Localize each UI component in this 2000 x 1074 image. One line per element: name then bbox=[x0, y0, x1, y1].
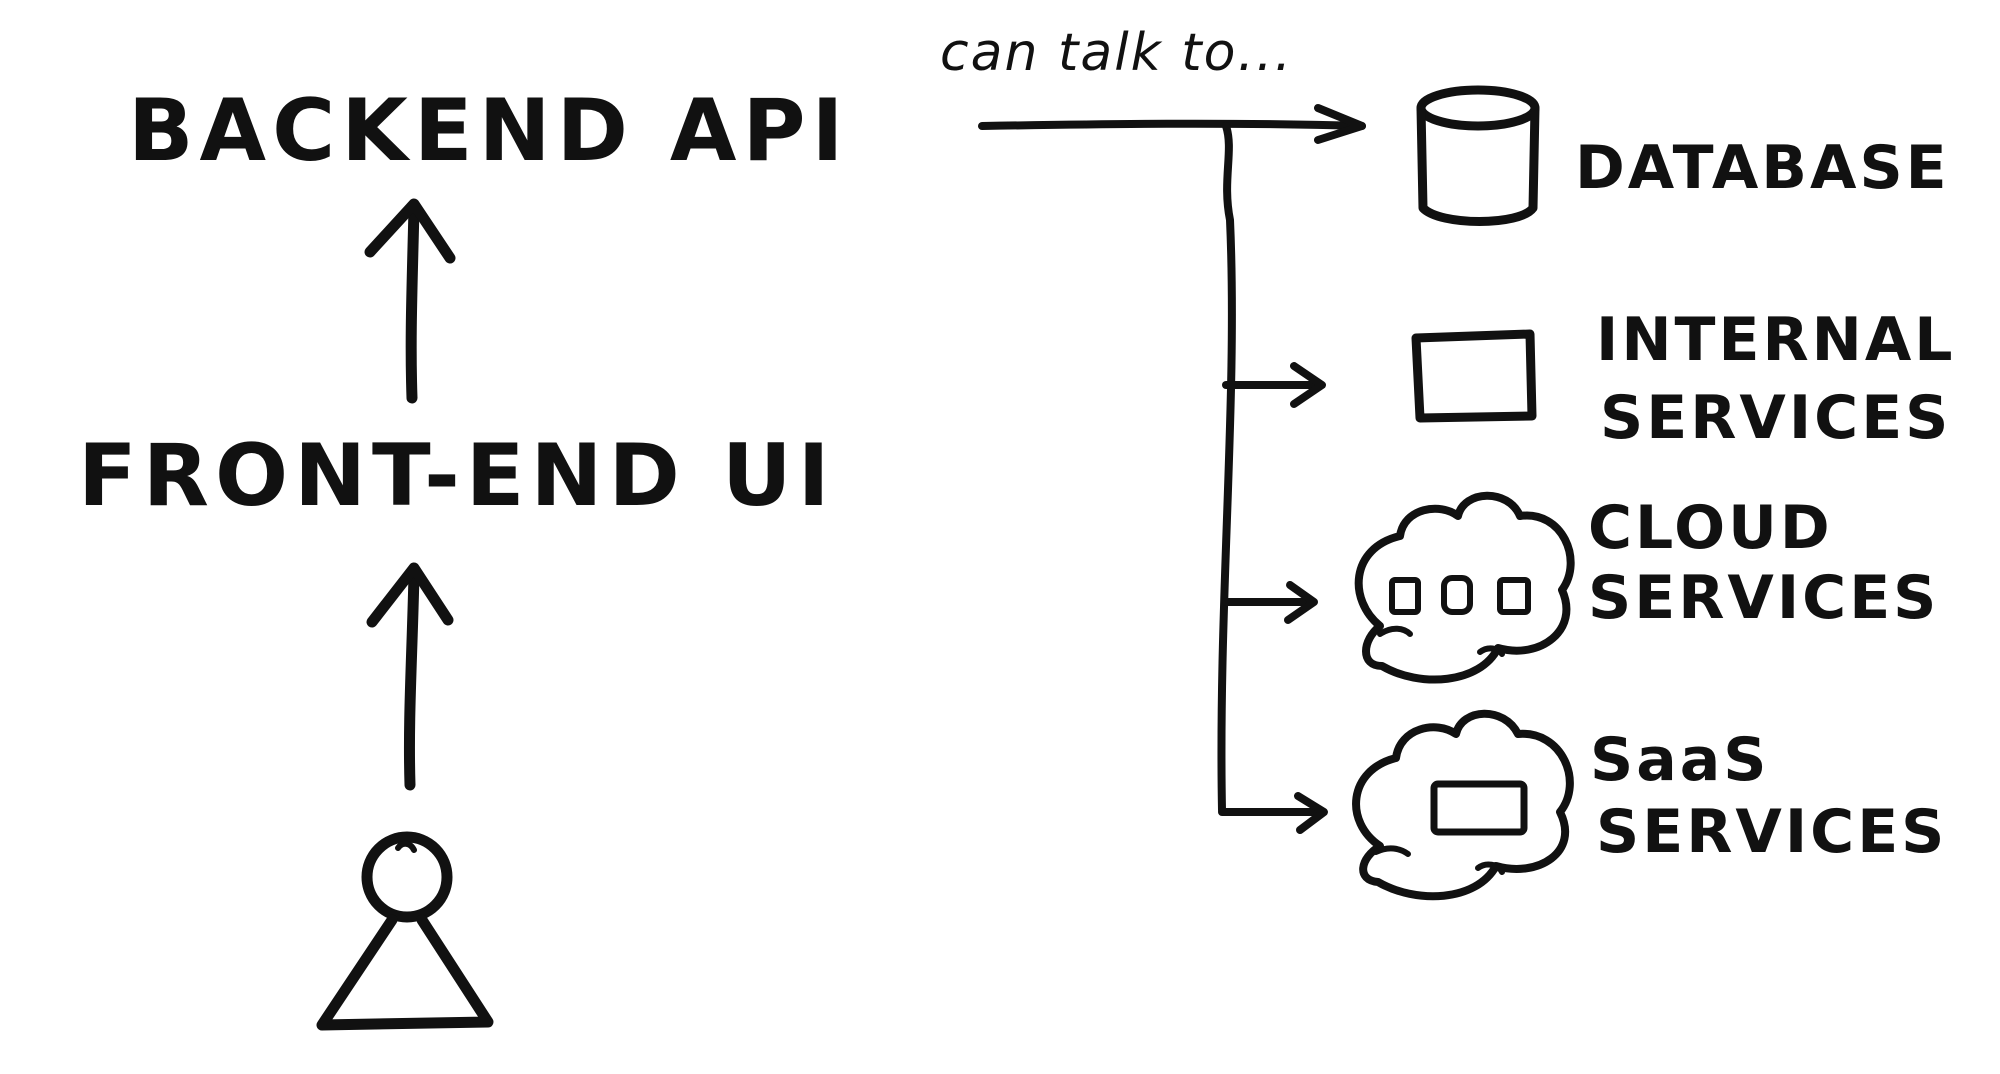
backend-api-label: BACKEND API bbox=[128, 81, 850, 181]
connector-lines bbox=[978, 104, 1366, 834]
arrow-user-to-frontend bbox=[366, 562, 454, 791]
cloud-icon bbox=[1352, 709, 1574, 901]
server-box-icon bbox=[1411, 329, 1537, 423]
arrow-frontend-to-backend bbox=[364, 198, 456, 404]
database-cylinder-icon bbox=[1416, 85, 1540, 226]
frontend-ui-label: FRONT-END UI bbox=[78, 426, 836, 526]
target-label-saas-line2: SERVICES bbox=[1596, 797, 1947, 867]
connector-note: can talk to... bbox=[940, 23, 1293, 83]
target-label-cloud-line1: CLOUD bbox=[1588, 493, 1833, 563]
target-label-cloud-line2: SERVICES bbox=[1588, 563, 1939, 633]
target-label-database: DATABASE bbox=[1575, 133, 1950, 203]
person-icon bbox=[316, 831, 494, 1031]
target-label-saas-line1: SaaS bbox=[1590, 725, 1769, 795]
target-label-internal-line2: SERVICES bbox=[1600, 383, 1951, 453]
target-label-internal-line1: INTERNAL bbox=[1596, 305, 1956, 375]
cloud-icon bbox=[1354, 491, 1575, 684]
